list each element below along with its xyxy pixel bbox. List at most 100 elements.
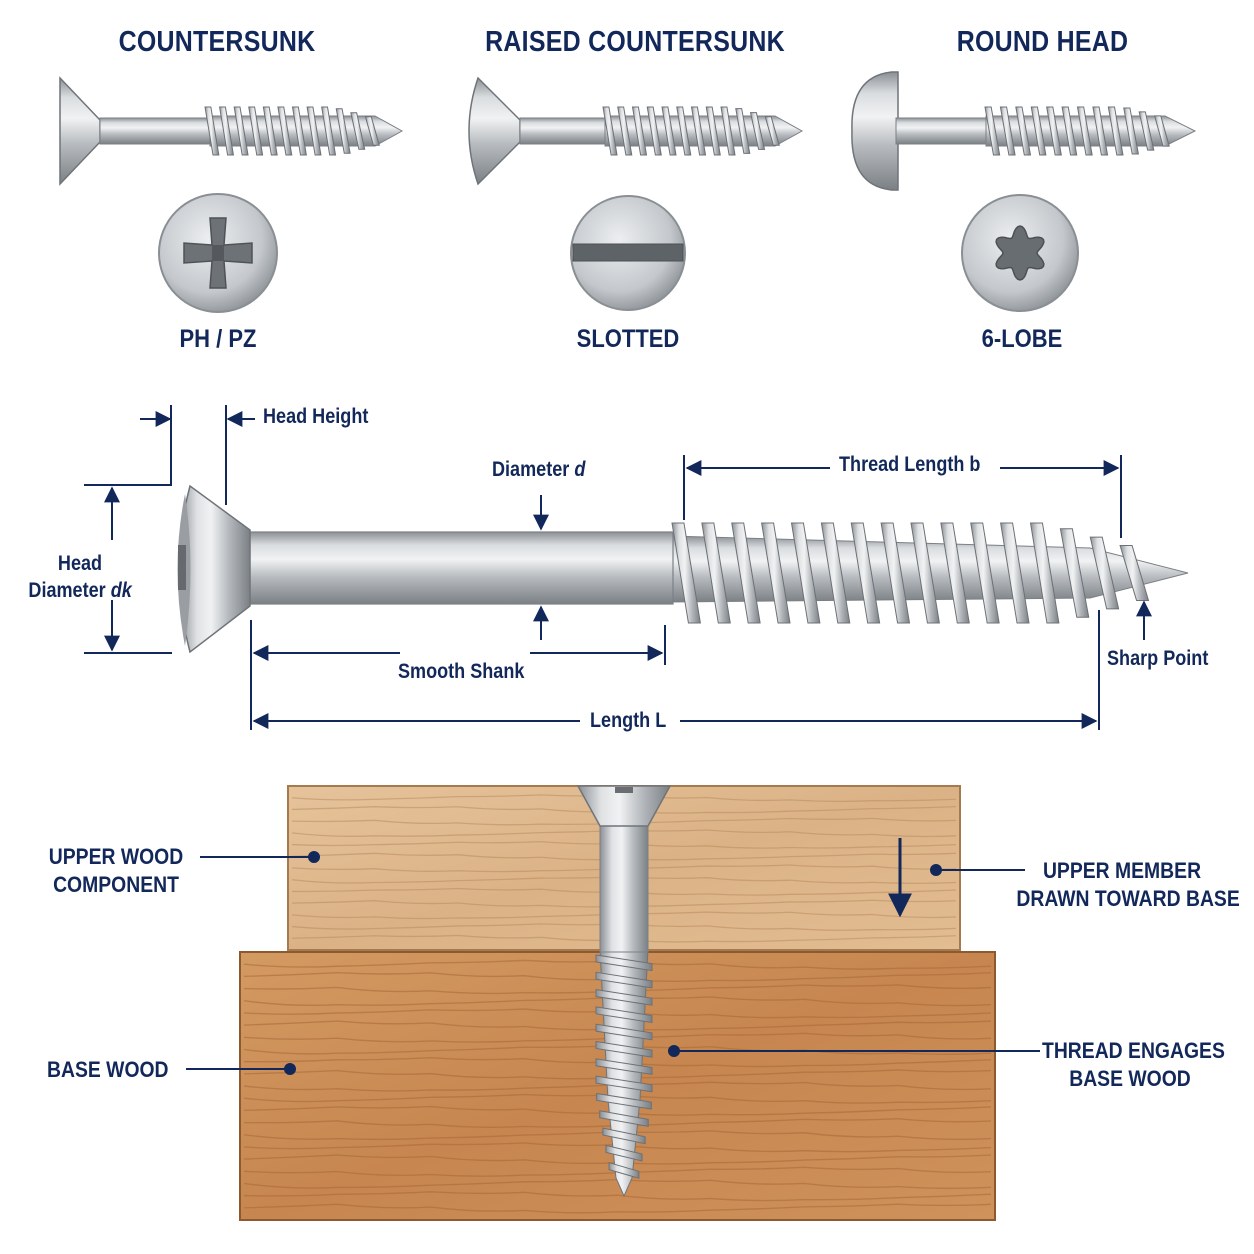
thread-engages-line2: BASE WOOD [1069,1066,1191,1091]
upper-member-line2: DRAWN TOWARD BASE [1016,886,1240,911]
diameter-symbol: d [574,458,586,481]
thread-crest [1123,107,1140,155]
thread-crest [910,522,940,624]
callout-leaders [186,851,1040,1075]
sharp-point-label: Sharp Point [1107,647,1209,670]
diameter-word: Diameter [492,458,570,481]
phillips-drive-icon [158,193,278,313]
thread-crest [595,971,653,989]
thread-crest [1092,106,1109,156]
thread-crest [335,108,351,154]
slotted-drive-icon [570,195,686,311]
thread-crest [705,106,721,156]
thread-crest [671,522,701,624]
thread-crest [233,106,249,156]
thread-crest [646,106,662,156]
thread-crest [676,106,692,156]
thread-crest [595,1075,653,1093]
thread-crest [1029,522,1060,624]
thread-crest [749,112,766,150]
thread-crest [306,106,322,156]
thread-crest [596,1092,652,1110]
thread-crest [1000,522,1030,624]
thread-crest [970,522,1000,624]
raised-countersunk-title: RAISED COUNTERSUNK [485,26,785,58]
diameter-label: Diameter d [492,458,585,482]
thread-crest [277,106,293,156]
head-diameter-word: Diameter [28,579,106,602]
thread-crest [940,522,970,624]
thread-crest [1076,106,1093,156]
thread-crest [262,106,278,156]
thread-crest [1153,115,1170,147]
wood-grain-line [243,1203,992,1214]
thread-crest [595,1058,653,1076]
thread-crest [602,1127,646,1145]
thread-crest [1138,111,1155,151]
thread-crest [820,522,851,624]
thread-crest [595,1006,653,1024]
assembly-screw-icon [576,785,672,1198]
upper-wood-line2: COMPONENT [53,872,179,897]
base-wood-callout: BASE WOOD [47,1057,169,1082]
thread-crest [1061,106,1078,156]
thread-engages-callout: THREAD ENGAGES BASE WOOD [1042,1037,1225,1093]
thread-crest [1059,528,1090,618]
thread-length-label: Thread Length b [839,453,981,476]
thread-crest [364,116,380,146]
thread-crest [321,106,337,156]
head-diameter-line1: Head [57,552,103,575]
head-diameter-line2: Diameter dk [28,577,131,604]
thread-crest [350,112,366,150]
thread-crest [701,522,731,624]
thread-crest [595,954,653,972]
drive-label-ph-pz: PH / PZ [179,325,257,353]
drive-label-6-lobe: 6-LOBE [981,325,1063,353]
upper-wood-callout: UPPER WOOD COMPONENT [40,843,191,899]
thread-crest [1089,536,1120,610]
thread-crest [605,1144,643,1162]
thread-crest [999,106,1016,156]
thread-crest [218,106,235,156]
dimension-screw-icon [177,484,1189,654]
thread-crest [595,1040,653,1058]
thread-crest [1015,106,1032,156]
thread-crest [595,1023,653,1041]
thread-crest [984,106,1001,156]
thread-engages-line1: THREAD ENGAGES [1042,1038,1225,1063]
upper-wood-line1: UPPER WOOD [48,844,184,869]
thread-crest [764,116,780,146]
thread-crest [631,106,648,156]
thread-crest [1046,106,1062,156]
head-height-label: Head Height [263,405,369,428]
countersunk-title: COUNTERSUNK [118,26,316,58]
thread-crest [248,106,264,156]
head-diameter-symbol: dk [110,579,132,602]
thread-crest [608,1162,640,1179]
thread-crest [595,989,653,1006]
thread-crest [599,1110,649,1127]
thread-crest [204,106,220,156]
smooth-shank-label: Smooth Shank [398,660,525,683]
thread-crest [735,108,751,154]
round-head-title: ROUND HEAD [956,26,1129,58]
wood-grain-line [243,1191,992,1202]
thread-crest [617,106,633,156]
thread-crest [1107,106,1124,156]
torx-drive-icon [961,194,1079,312]
thread-crest [790,522,821,624]
thread-crest [1030,106,1047,156]
length-label: Length L [590,709,667,732]
thread-crest [690,106,707,156]
upper-member-callout: UPPER MEMBER DRAWN TOWARD BASE [1016,857,1240,913]
countersunk-screw-icon [59,76,404,186]
upper-member-line1: UPPER MEMBER [1042,858,1202,883]
thread-crest [602,106,618,156]
dimension-lines [84,405,1152,730]
drive-label-slotted: SLOTTED [576,325,680,353]
thread-crest [761,522,791,624]
head-diameter-label: Head Diameter dk [28,550,131,604]
thread-crest [880,522,911,624]
